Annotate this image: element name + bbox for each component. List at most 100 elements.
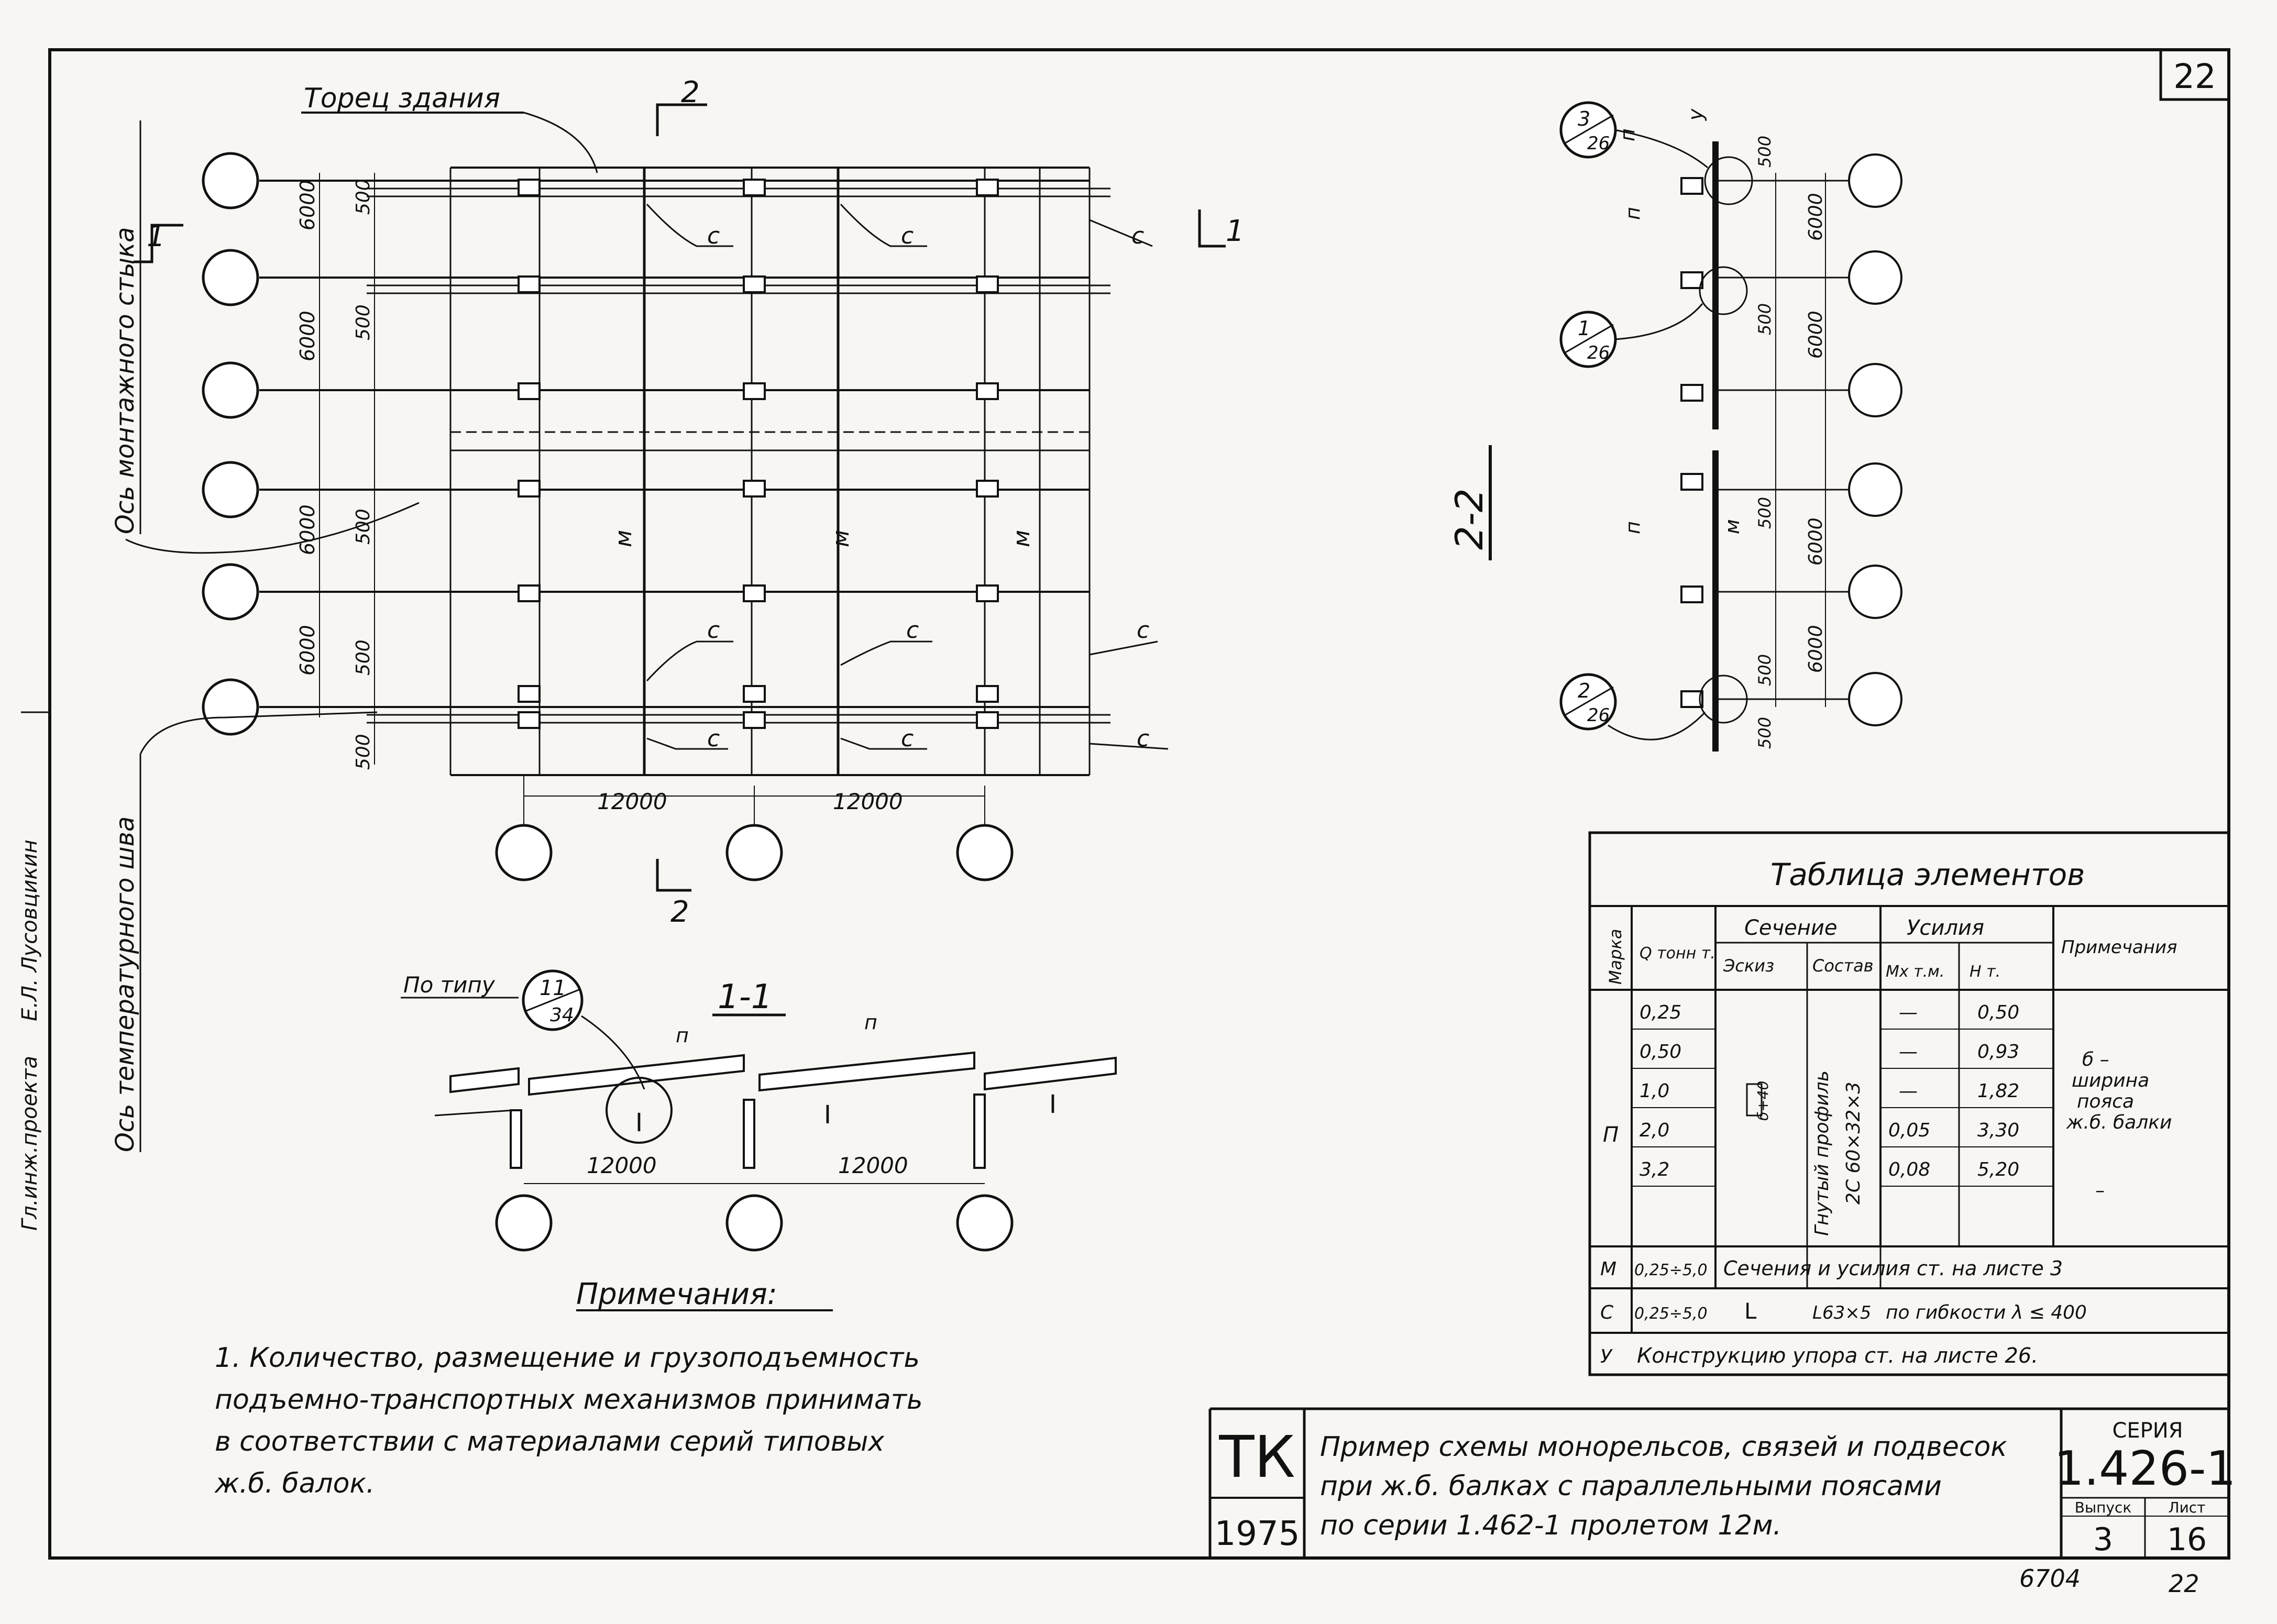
bottom-mark-2: 22 — [2169, 1570, 2199, 1598]
th-q: Q тонн т. — [1640, 944, 1715, 963]
th-note: Примечания — [2061, 937, 2177, 958]
issue-value: 3 — [2093, 1521, 2113, 1558]
section-mark-1-left: 1 — [147, 219, 166, 253]
svg-text:3: 3 — [1578, 107, 1590, 130]
side-stamp-line-1: Гл.инж.проекта — [18, 1056, 42, 1231]
svg-text:Сечения и усилия ст. на листе: Сечения и усилия ст. на листе 3 — [1723, 1257, 2063, 1280]
axis-bubbles-left — [202, 152, 259, 736]
svg-text:У: У — [1600, 1346, 1613, 1367]
plan-grid — [259, 167, 1110, 833]
sheet-label: Лист — [2169, 1499, 2206, 1516]
row-p-mark: П — [1603, 1123, 1619, 1147]
description-line-1: Пример схемы монорельсов, связей и подве… — [1320, 1431, 2007, 1463]
table-row-u: У Конструкцию упора ст. на листе 26. — [1600, 1344, 2038, 1368]
th-n: Н т. — [1970, 963, 2000, 981]
side-stamp: Гл.инж.проекта Е.Л. Лусовцикин — [18, 711, 50, 1231]
axis-temperature-label: Ось температурного шва — [111, 816, 140, 1152]
span-dim-1: 12000 — [597, 789, 667, 814]
offset-dim-1: 500 — [353, 179, 374, 215]
offset-dim-3: 500 — [353, 509, 374, 545]
elements-table: Таблица элементов Марка Q тонн т. Сечени… — [1588, 831, 2230, 1376]
s11-span-2: 12000 — [838, 1153, 908, 1178]
s22-dim-4: 6000 — [1805, 625, 1827, 673]
axis-bubbles-bottom — [495, 824, 1014, 881]
row-4-mx: 0,05 — [1888, 1120, 1930, 1141]
row-p-note-4: ж.б. балки — [2066, 1112, 2172, 1133]
row-2-mx: — — [1899, 1041, 1918, 1063]
beam-mark-1: I — [635, 1108, 643, 1137]
svg-text:2: 2 — [1578, 679, 1590, 702]
row-1-mx: — — [1899, 1002, 1918, 1023]
beam-mark-2: I — [824, 1100, 831, 1130]
plan-hangers — [518, 179, 999, 729]
beam-mark-3: I — [1049, 1090, 1057, 1119]
s22-dim-1: 6000 — [1805, 193, 1827, 241]
section-2-2-title: 2-2 — [1447, 488, 1491, 550]
row-1-q: 0,25 — [1640, 1002, 1681, 1023]
svg-text:L63×5: L63×5 — [1812, 1302, 1871, 1323]
label-c-2: с — [901, 223, 914, 249]
row-dim-2: 6000 — [296, 311, 319, 361]
sheet-frame — [48, 48, 2230, 1560]
svg-text:34: 34 — [550, 1004, 574, 1026]
s22-offset-4: 500 — [1755, 654, 1775, 686]
row-4-n: 3,30 — [1977, 1120, 2019, 1141]
s11-span-1: 12000 — [587, 1153, 657, 1178]
side-stamp-line-2: Е.Л. Лусовцикин — [18, 839, 42, 1021]
svg-text:26: 26 — [1587, 705, 1610, 726]
plan-dimensions: 6000 6000 6000 6000 500 500 500 500 500 … — [296, 179, 903, 814]
corner-number-box: 22 — [2159, 50, 2229, 101]
th-mx: Мх т.м. — [1886, 963, 1944, 981]
notes-line-2: подъемно-транспортных механизмов принима… — [215, 1384, 923, 1416]
s22-letter-p-1: п — [1616, 128, 1639, 141]
th-section: Сечение — [1744, 916, 1838, 940]
row-p-note-1: б – — [2082, 1049, 2109, 1070]
th-sketch: Эскиз — [1723, 956, 1774, 976]
offset-dim-2: 500 — [353, 304, 374, 340]
axis-labels: Ось монтажного стыка Ось температурного … — [111, 120, 420, 1152]
s22-letter-u: у — [1684, 108, 1707, 121]
svg-text:0,25÷5,0: 0,25÷5,0 — [1634, 1261, 1708, 1279]
end-of-building-label: Торец здания — [304, 83, 500, 114]
svg-text:L: L — [1744, 1298, 1757, 1324]
notes-line-1: 1. Количество, размещение и грузоподъемн… — [215, 1342, 920, 1374]
s11-letter-p-1: п — [676, 1024, 689, 1047]
label-m-1: м — [610, 530, 637, 547]
callout-11-34: 11 34 — [522, 969, 584, 1031]
s22-letter-p-2: п — [1621, 207, 1644, 220]
notes-line-3: в соответствии с материалами серий типов… — [215, 1426, 885, 1457]
label-m-2: м — [828, 530, 854, 547]
label-c-3: с — [1131, 223, 1144, 249]
series-value: 1.426-1 — [2054, 1441, 2236, 1496]
s22-offset-5: 500 — [1755, 717, 1775, 749]
row-3-q: 1,0 — [1640, 1080, 1669, 1102]
notes-heading: Примечания: — [576, 1277, 777, 1311]
label-c-1: с — [707, 223, 720, 249]
svg-text:С: С — [1600, 1302, 1614, 1323]
offset-dim-4: 500 — [353, 639, 374, 676]
section-1-1: 1-1 По типу 11 34 I I I п п 12000 12000 — [401, 969, 1117, 1252]
section-2-2: 2-2 — [1447, 101, 1902, 752]
table-title: Таблица элементов — [1770, 857, 2085, 892]
row-p-note-3: пояса — [2077, 1091, 2134, 1112]
axis-mounting-label: Ось монтажного стыка — [111, 227, 140, 534]
span-dim-2: 12000 — [833, 789, 903, 814]
offset-dim-5: 500 — [353, 734, 374, 770]
row-dim-3: 6000 — [296, 504, 319, 555]
svg-text:1: 1 — [1578, 317, 1590, 340]
section-2-2-callouts: 3 26 1 26 2 26 — [1559, 101, 1753, 741]
po-tipu-label: По типу — [403, 972, 496, 998]
section-marks — [134, 103, 1226, 892]
label-c-6: с — [1137, 617, 1149, 644]
description-line-3: по серии 1.462-1 пролетом 12м. — [1320, 1510, 1781, 1541]
sheet-value: 16 — [2167, 1521, 2207, 1558]
row-p-sketch: б+40 — [1754, 1081, 1772, 1121]
section-mark-1-right: 1 — [1226, 214, 1245, 248]
label-c-4: с — [707, 617, 720, 644]
th-mark: Марка — [1605, 929, 1625, 985]
callout-1-26: 1 26 — [1559, 266, 1748, 368]
row-2-n: 0,93 — [1977, 1041, 2019, 1063]
s22-offset-2: 500 — [1755, 303, 1775, 335]
plan-element-labels: с с с с с с с с с м м м — [610, 203, 1169, 752]
